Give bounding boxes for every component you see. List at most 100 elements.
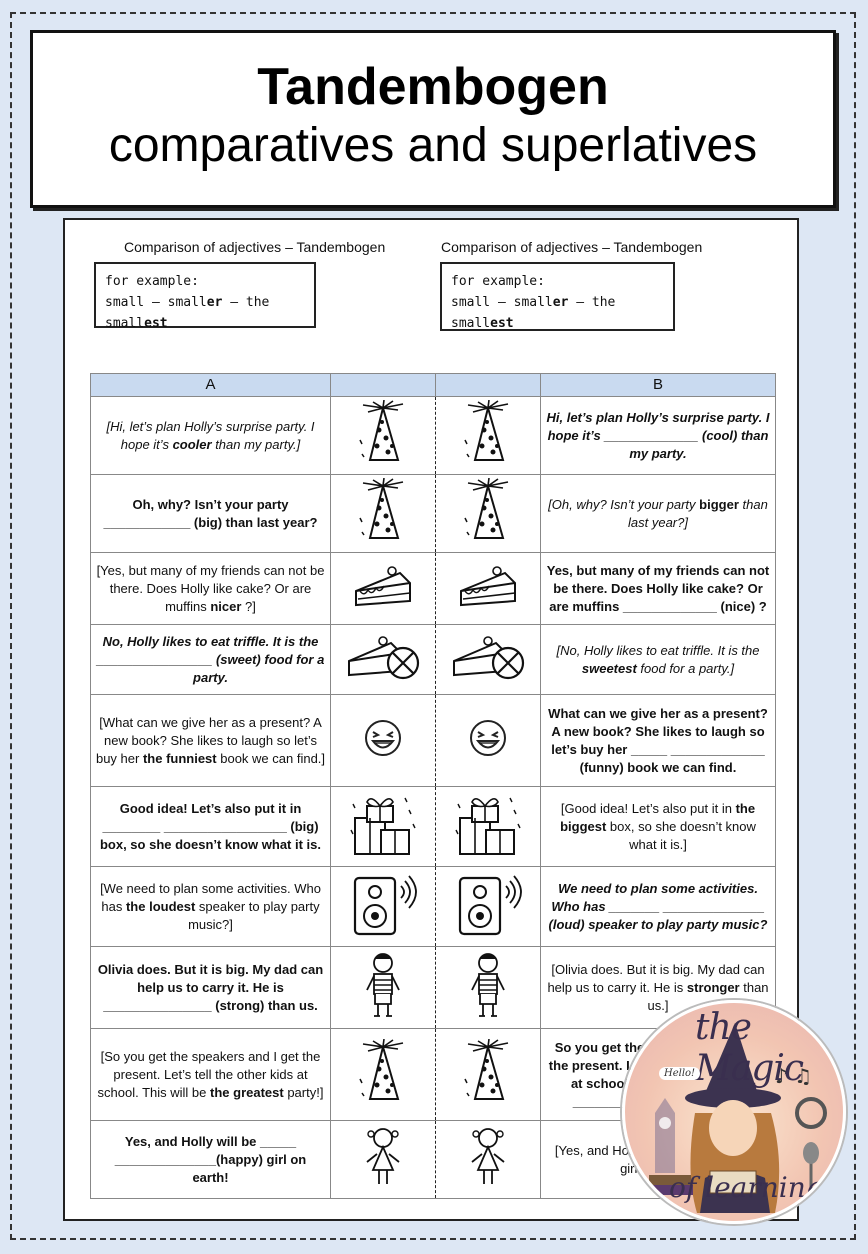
boy-icon [466, 953, 510, 1023]
worksheet: Comparison of adjectives – Tandembogen C… [63, 218, 799, 1221]
example-line: small – smaller – the smallest [105, 295, 270, 331]
dialogue-text: than last year?] [628, 496, 768, 530]
cell-a: Olivia does. But it is big. My dad can h… [90, 946, 331, 1029]
example-line: small – smaller – the smallest [451, 295, 616, 331]
picture-cell-left [330, 866, 436, 947]
girl-icon [466, 1128, 510, 1193]
dialogue-text: than us.] [647, 979, 769, 1013]
table-row: [Hi, let’s plan Holly’s surprise party. … [90, 396, 776, 475]
picture-cell-right [435, 866, 541, 947]
gift-boxes-icon [347, 797, 419, 861]
picture-cell-right [435, 694, 541, 787]
cell-a: [What can we give her as a present? A ne… [90, 694, 331, 787]
header-left: Comparison of adjectives – Tandembogen [124, 239, 386, 255]
page-title: Tandembogen [257, 58, 609, 116]
picture-cell-right [435, 1120, 541, 1199]
laughing-face-icon [363, 720, 403, 761]
cell-a: Yes, and Holly will be _____ ___________… [90, 1120, 331, 1199]
dialogue-text: speaker to play party music?] [188, 898, 320, 932]
table-header-row: A B [90, 373, 776, 397]
cell-b: Yes, but many of my friends can not be t… [540, 552, 776, 625]
cake-icon [348, 566, 418, 614]
dialogue-text: We need to plan some activities. Who has… [548, 880, 768, 932]
svg-text:♪ ♫: ♪ ♫ [775, 1064, 812, 1088]
table-row: Oh, why? Isn’t your party ____________ (… [90, 474, 776, 553]
logo-text-top: the Magic [695, 1007, 804, 1089]
dialogue-text: [No, Holly likes to eat triffle. It is t… [556, 642, 760, 658]
dialogue-text: [What can we give her as a present? A ne… [95, 714, 322, 766]
cell-b: [Good idea! Let’s also put it in the big… [540, 786, 776, 867]
cell-a: [Hi, let’s plan Holly’s surprise party. … [90, 396, 331, 475]
magic-of-learning-logo: ♪ ♫ the Magic of learning Hello! [622, 1000, 846, 1224]
gift-boxes-icon [452, 797, 524, 861]
dialogue-text: Good idea! Let’s also put it in ________… [99, 800, 322, 852]
picture-cell-left [330, 694, 436, 787]
dialogue-text: book we can find.] [216, 750, 326, 766]
dialogue-text: the greatest [210, 1084, 284, 1100]
cake-icon [453, 566, 523, 614]
dialogue-text: sweetest [581, 660, 637, 676]
cell-b: We need to plan some activities. Who has… [540, 866, 776, 947]
picture-cell-left [330, 552, 436, 625]
cell-b: Hi, let’s plan Holly’s surprise party. I… [540, 396, 776, 475]
dialogue-text: the funniest [142, 750, 217, 766]
dialogue-text: nicer [210, 598, 242, 614]
dialogue-text: the loudest [125, 898, 196, 914]
dialogue-text: Olivia does. But it is big. My dad can h… [97, 961, 324, 1013]
girl-icon [361, 1128, 405, 1193]
dialogue-text: [Oh, why? Isn’t your party [548, 496, 700, 512]
party-hat-icon [348, 1038, 418, 1108]
dialogue-text: Oh, why? Isn’t your party ____________ (… [103, 496, 318, 530]
dialogue-text: Yes, but many of my friends can not be t… [546, 562, 770, 614]
page-subtitle: comparatives and superlatives [108, 119, 758, 172]
dialogue-text: bigger [699, 496, 739, 512]
speaker-icon [347, 875, 419, 941]
party-hat-icon [348, 477, 418, 547]
picture-cell-left [330, 1120, 436, 1199]
dialogue-text: stronger [686, 979, 740, 995]
cell-b: [No, Holly likes to eat triffle. It is t… [540, 624, 776, 695]
dialogue-text: ?] [241, 598, 256, 614]
picture-cell-right [435, 396, 541, 475]
example-label: for example: [105, 274, 199, 289]
picture-column-header [330, 373, 436, 397]
example-box-right: for example: small – smaller – the small… [440, 262, 675, 331]
picture-cell-left [330, 946, 436, 1029]
party-hat-icon [453, 399, 523, 469]
dialogue-text: food for a party.] [636, 660, 735, 676]
picture-cell-left [330, 1028, 436, 1121]
tandem-table: A B [Hi, let’s plan Holly’s surprise par… [90, 373, 776, 1199]
picture-cell-right [435, 1028, 541, 1121]
table-row: No, Holly likes to eat triffle. It is th… [90, 624, 776, 695]
table-row: [Yes, but many of my friends can not be … [90, 552, 776, 625]
laughing-face-icon [468, 720, 508, 761]
dialogue-text: [We need to plan some activities. Who ha… [100, 880, 321, 914]
party-hat-icon [348, 399, 418, 469]
dialogue-text: [Olivia does. But it is big. My dad can … [547, 961, 765, 995]
cell-b: [Oh, why? Isn’t your party bigger than l… [540, 474, 776, 553]
dialogue-text: [Good idea! Let’s also put it in [560, 800, 736, 816]
picture-cell-left [330, 624, 436, 695]
cell-b: What can we give her as a present? A new… [540, 694, 776, 787]
cell-a: Good idea! Let’s also put it in ________… [90, 786, 331, 867]
party-hat-icon [453, 1038, 523, 1108]
logo-artwork: ♪ ♫ [645, 1023, 827, 1213]
no-cake-icon [450, 636, 526, 686]
party-hat-icon [453, 477, 523, 547]
picture-cell-left [330, 786, 436, 867]
dialogue-text: box, so she doesn’t know what it is.] [606, 818, 756, 852]
picture-cell-left [330, 474, 436, 553]
picture-cell-right [435, 946, 541, 1029]
dialogue-text: cooler [172, 436, 212, 452]
picture-cell-left [330, 396, 436, 475]
boy-icon [361, 953, 405, 1023]
cell-a: [Yes, but many of my friends can not be … [90, 552, 331, 625]
dialogue-text: the biggest [560, 800, 756, 834]
page-dashed-border [10, 12, 856, 1240]
dialogue-text: [Hi, let’s plan Holly’s surprise party. … [106, 418, 315, 452]
dialogue-text: Yes, and Holly will be _____ ___________… [114, 1133, 307, 1185]
column-b-header: B [540, 373, 776, 397]
example-box-left: for example: small – smaller – the small… [94, 262, 316, 331]
no-cake-icon [345, 636, 421, 686]
table-row: Good idea! Let’s also put it in ________… [90, 786, 776, 867]
